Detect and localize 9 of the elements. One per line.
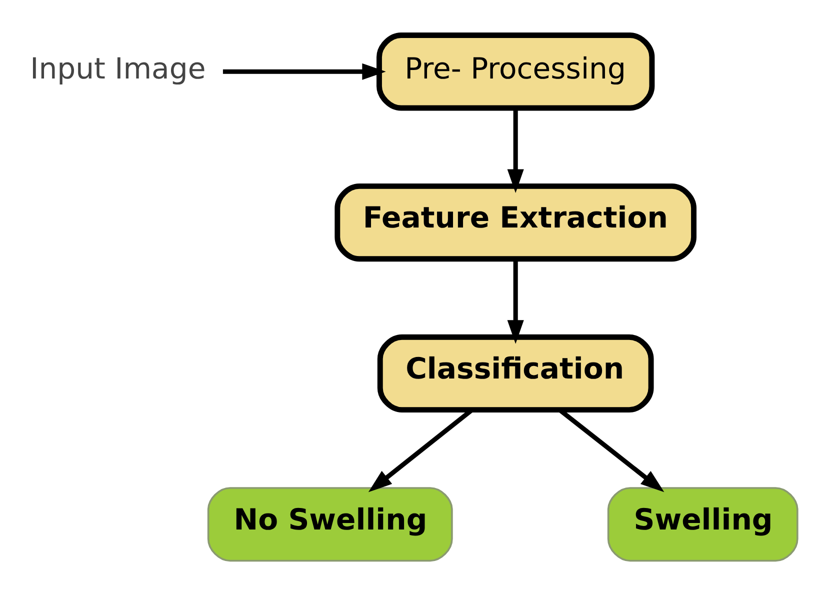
node-box: No Swelling xyxy=(207,487,453,562)
node-box: Feature Extraction xyxy=(334,183,696,262)
node-box: Swelling xyxy=(607,487,798,562)
node-text: Input Image xyxy=(30,52,206,86)
arrow xyxy=(507,259,524,344)
node-box: Pre- Processing xyxy=(376,32,655,111)
arrow xyxy=(222,63,386,80)
node-box: Classification xyxy=(377,334,654,413)
arrow xyxy=(507,108,524,193)
